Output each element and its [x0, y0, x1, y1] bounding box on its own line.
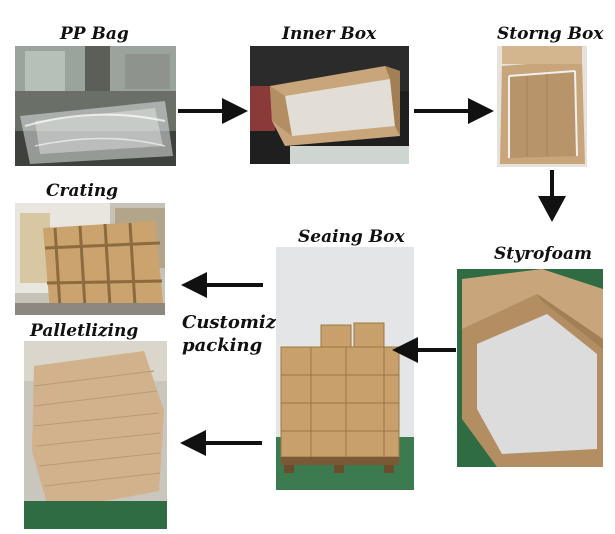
arrow-left-palletizing [180, 430, 262, 456]
arrow-right-1 [178, 98, 248, 124]
pp-bag-photo [15, 46, 176, 166]
arrow-right-2 [414, 98, 494, 124]
sealing-box-photo [276, 247, 414, 490]
step-label-inner-box: Inner Box [282, 24, 377, 44]
step-label-styrofoam: Styrofoam [494, 244, 592, 264]
inner-box-photo [250, 46, 409, 164]
step-label-crating: Crating [46, 181, 119, 201]
step-label-strong-box: Storng Box [497, 24, 604, 44]
step-label-palletizing: Palletlizing [30, 321, 139, 341]
strong-box-photo [497, 46, 587, 167]
customize-label-line1: Customize [182, 312, 288, 333]
step-label-sealing-box: Seaing Box [298, 227, 405, 247]
arrow-left-sealing [392, 337, 456, 363]
arrow-down [538, 170, 566, 222]
crating-photo [15, 203, 165, 315]
step-label-pp-bag: PP Bag [60, 24, 129, 44]
arrow-left-crating [181, 272, 263, 298]
styrofoam-photo [457, 269, 603, 467]
palletizing-photo [24, 341, 167, 529]
customize-label-line2: packing [182, 335, 263, 356]
